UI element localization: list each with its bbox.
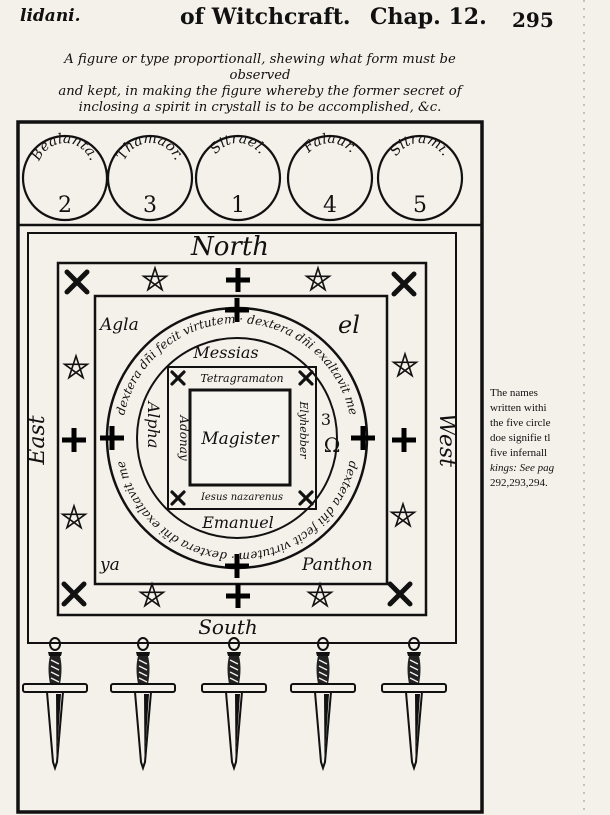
pentagram-icon [392,353,418,377]
dagger-icon [110,637,176,769]
x-cross-icon [298,490,314,506]
x-cross-icon [394,274,414,294]
note-line: kings: See pag [490,462,555,474]
figure-caption: A figure or type proportionall, shewing … [40,52,480,116]
circle-name: Bealanta. [28,131,102,164]
name-alpha: Alpha [144,400,163,449]
corner-word-panthon: Panthon [301,555,373,575]
circle-5: Sitrami. 5 [376,131,464,222]
name-adonay: Adonay [177,414,191,460]
x-cross-icon [67,272,87,292]
names-square [93,294,389,586]
note-line: doe signifie tl [490,432,551,444]
note-line: The names [490,387,538,399]
circle-4: Falaur. 4 [286,131,374,222]
compass-square [27,232,457,644]
dagger-icon [381,637,447,769]
circle-number: 3 [143,193,157,218]
circle-1: Bealanta. 2 [21,131,109,222]
pentagram-icon [61,505,87,529]
pentagram-icon [305,267,331,291]
name-magister: Magister [200,429,279,449]
page-number: 295 [512,8,554,32]
dagger-icon [290,637,356,769]
box-number: 3 [321,410,331,429]
caption-line: and kept, in making the figure whereby t… [58,84,462,99]
x-cross-icon [170,370,186,386]
daggers-row [22,637,447,769]
circle-name: Sitrael. [207,131,270,157]
pentagram-icon [142,267,168,291]
cross-icon [392,428,416,452]
circle-3: Sitrael. 1 [194,131,282,222]
running-head-title: of Witchcraft. [180,4,351,30]
dagger-icon [201,637,267,769]
circle-number: 2 [58,193,72,218]
svg-text:Thamaor.: Thamaor. [114,131,187,163]
caption-line: inclosing a spirit in crystall is to be … [78,100,442,115]
cross-icon [226,584,250,608]
pentagram-icon [139,583,165,607]
note-line: the five circle [490,417,551,429]
five-circles-row: Bealanta. 2 Thamaor. 3 Sitrael. 1 Falaur… [21,131,464,222]
west-label: West [434,413,459,467]
outer-frame [16,120,484,814]
south-label: South [198,615,258,639]
running-head-fragment: lidani. [20,6,81,26]
ring-cross-icon [351,426,375,450]
circle-name: Thamaor. [114,131,187,163]
symbol-square [56,261,428,617]
pentagram-icon [63,355,89,379]
ring-cross-icon [100,426,124,450]
svg-text:Bealanta.: Bealanta. [28,131,102,164]
center-square-inner [188,388,292,487]
circle-2: Thamaor. 3 [106,131,194,222]
note-line: 292,293,294. [490,477,548,489]
name-messias: Messias [192,343,258,362]
circle-number: 5 [413,193,427,218]
circle-name: Falaur. [300,131,360,157]
name-tetragramaton: Tetragramaton [200,372,283,385]
name-elyhebber: Elyhebber [297,400,310,459]
east-label: East [25,415,50,465]
note-line: five infernall [490,447,548,459]
circle-number: 4 [323,193,337,218]
chapter-label: Chap. 12. [370,4,487,30]
pentagram-icon [390,503,416,527]
ring-inner [136,337,338,539]
name-iesus-nazarenus: Iesus nazarenus [200,492,283,503]
svg-text:Sitrami.: Sitrami. [387,131,454,159]
center-square-outer [167,366,317,510]
name-emanuel: Emanuel [201,513,274,532]
x-cross-icon [390,584,410,604]
svg-text:Falaur.: Falaur. [300,131,360,157]
circle-number: 1 [231,193,245,218]
margin-note: The names written withi the five circle … [490,386,610,491]
x-cross-icon [298,370,314,386]
corner-word-agla: Agla [98,315,139,335]
dagger-icon [22,637,88,769]
north-label: North [190,232,269,262]
pentagram-icon [307,583,333,607]
caption-line: A figure or type proportionall, shewing … [64,52,456,83]
x-cross-icon [170,490,186,506]
circle-name: Sitrami. [387,131,454,159]
corner-word-el: el [338,311,360,339]
note-line: written withi [490,402,547,414]
svg-text:Sitrael.: Sitrael. [207,131,270,157]
x-cross-icon [64,584,84,604]
cross-icon [226,268,250,292]
name-omega: Ω [324,433,341,457]
corner-word-ya: ya [99,555,120,575]
cross-icon [62,428,86,452]
